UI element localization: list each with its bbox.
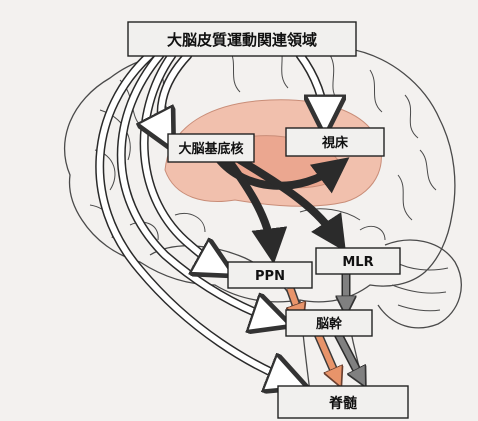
node-mlr-label: MLR	[342, 255, 373, 270]
node-ppn-label: PPN	[255, 269, 285, 284]
node-brainstem: 脳幹	[286, 310, 372, 336]
node-cortex: 大脳皮質運動関連領域	[128, 22, 356, 56]
node-brainstem-label: 脳幹	[316, 316, 343, 332]
node-thalamus: 視床	[286, 128, 384, 156]
arrow-brainstem-to-spinal-cord-orange	[318, 334, 338, 380]
node-mlr: MLR	[316, 248, 400, 274]
node-spinal-cord: 脊髄	[278, 386, 408, 418]
node-basal-ganglia-label: 大脳基底核	[178, 141, 243, 157]
node-spinal-cord-label: 脊髄	[328, 395, 358, 412]
node-cortex-label: 大脳皮質運動関連領域	[167, 31, 317, 49]
arrow-brainstem-to-spinal-cord-gray	[338, 334, 362, 380]
node-basal-ganglia: 大脳基底核	[168, 134, 254, 162]
node-thalamus-label: 視床	[321, 135, 349, 151]
node-ppn: PPN	[228, 262, 312, 288]
